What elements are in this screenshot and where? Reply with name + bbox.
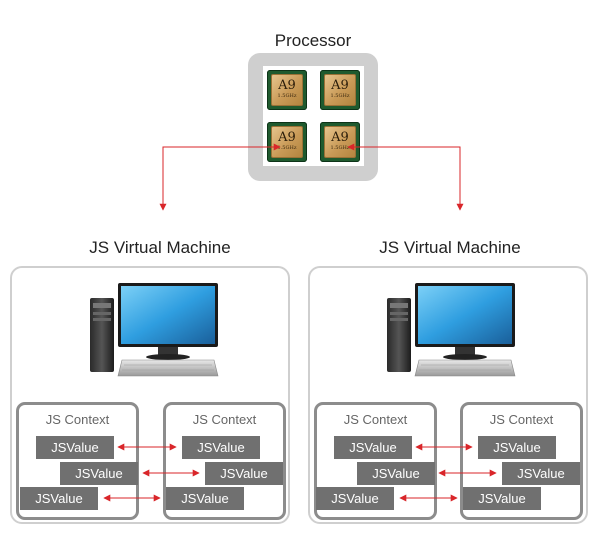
- jsvalue-box: JSValue: [357, 462, 435, 485]
- cpu-chip-4-name: A9: [331, 130, 349, 145]
- jsvalue-box: JSValue: [60, 462, 138, 485]
- jsvalue-box: JSValue: [205, 462, 283, 485]
- context-title: JS Context: [192, 412, 257, 427]
- context-title: JS Context: [343, 412, 408, 427]
- jsvalue-box: JSValue: [334, 436, 412, 459]
- cpu-chip-3-name: A9: [278, 130, 296, 145]
- cpu-chip-3-freq: 1.5GHz: [277, 145, 297, 151]
- jsvalue-box: JSValue: [36, 436, 114, 459]
- vm-right-context-2: JS Context: [460, 402, 583, 520]
- context-title: JS Context: [489, 412, 554, 427]
- processor-title: Processor: [274, 31, 352, 50]
- vm-right-title: JS Virtual Machine: [379, 238, 521, 257]
- context-title: JS Context: [45, 412, 110, 427]
- jsvalue-box: JSValue: [478, 436, 556, 459]
- jsvalue-box: JSValue: [463, 487, 541, 510]
- jsvalue-box: JSValue: [316, 487, 394, 510]
- jsvalue-box: JSValue: [20, 487, 98, 510]
- cpu-chip-4-freq: 1.5GHz: [330, 145, 350, 151]
- cpu-chip-2-freq: 1.5GHz: [330, 93, 350, 99]
- cpu-chip-2-name: A9: [331, 78, 349, 93]
- vm-left-title: JS Virtual Machine: [89, 238, 231, 257]
- jsvalue-box: JSValue: [166, 487, 244, 510]
- jsvalue-box: JSValue: [182, 436, 260, 459]
- cpu-chip-1-freq: 1.5GHz: [277, 93, 297, 99]
- jsvalue-box: JSValue: [502, 462, 580, 485]
- cpu-chip-1-name: A9: [278, 78, 296, 93]
